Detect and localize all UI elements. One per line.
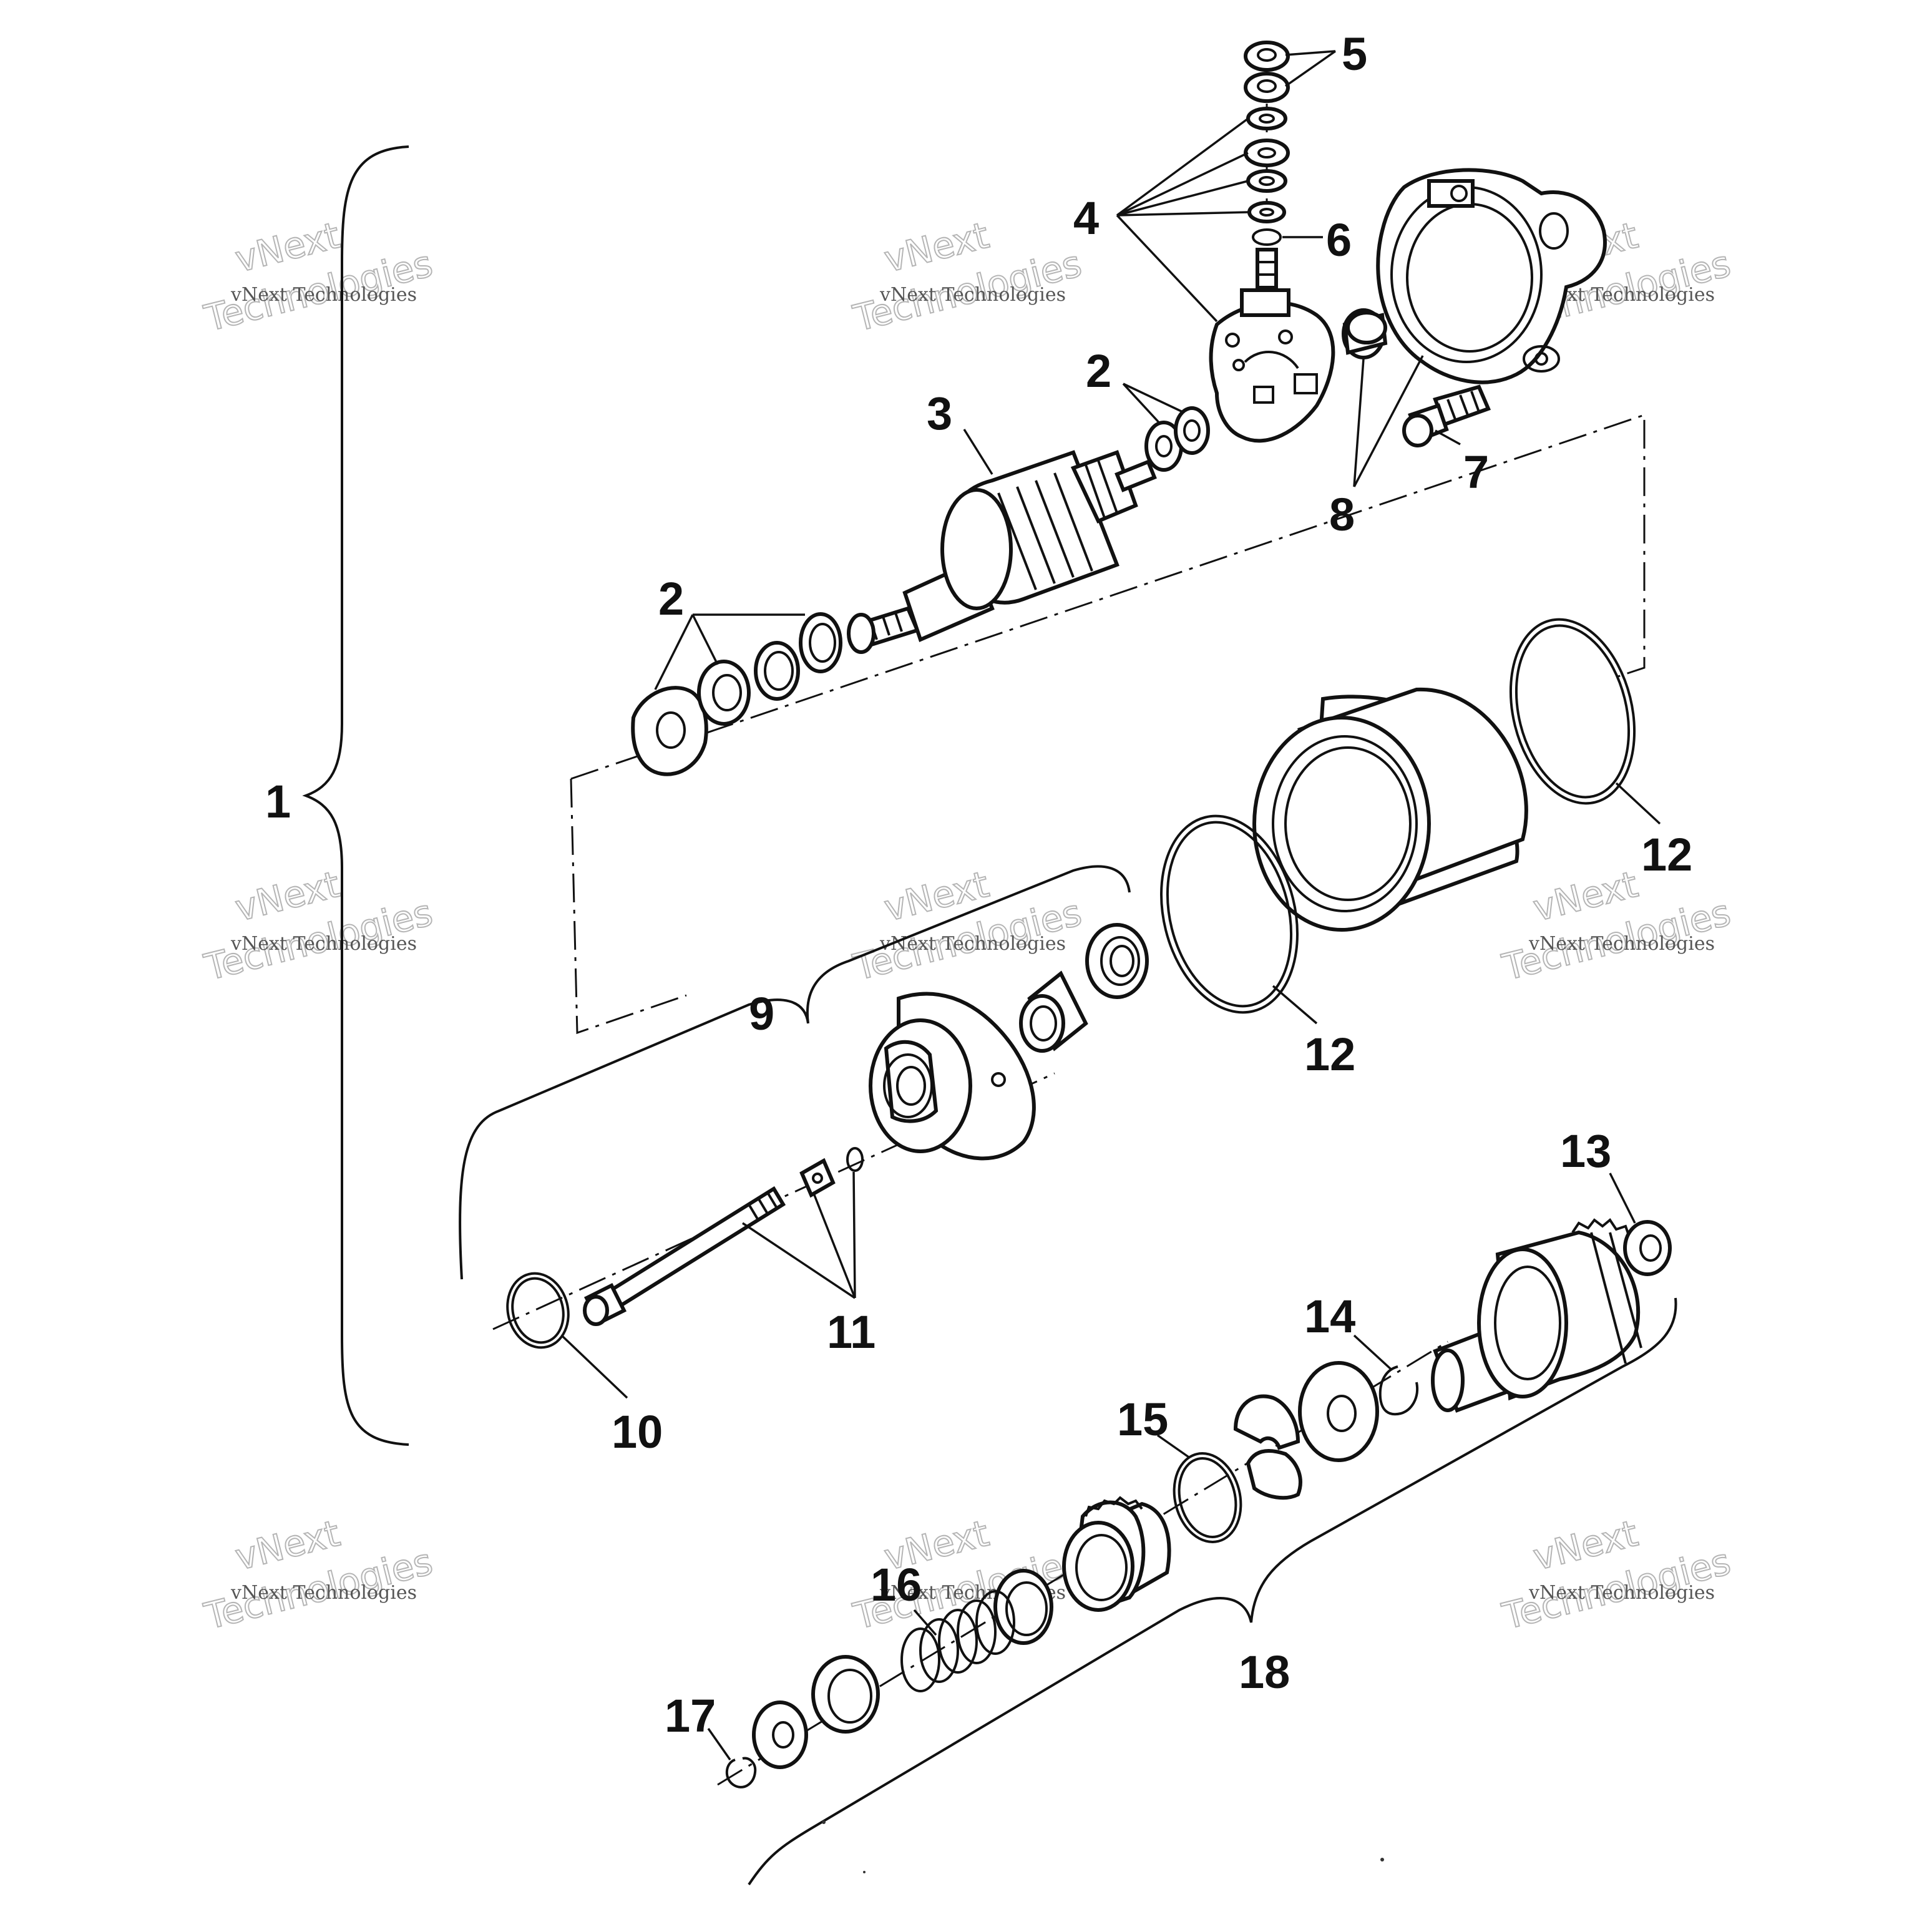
- watermark-caption: vNext Technologies: [230, 284, 417, 306]
- o-ring-large-left: [1160, 814, 1299, 1014]
- watermark-caption: vNext Technologies: [230, 933, 417, 955]
- armature-washer: [754, 641, 800, 701]
- callout-15: 15: [1117, 1393, 1168, 1445]
- alignment-line-left: [570, 778, 687, 1035]
- callout-14: 14: [1304, 1290, 1355, 1342]
- print-speck: [822, 1820, 826, 1824]
- watermark-top-left: vNext Technologies: [200, 213, 437, 341]
- callout-3: 3: [927, 388, 952, 439]
- stop-collar: [993, 1569, 1053, 1645]
- callout-2: 2: [658, 573, 684, 625]
- watermark-mid-left: vNext Technologies: [200, 862, 437, 990]
- callout-5: 5: [1342, 28, 1367, 80]
- split-collar: [1233, 1394, 1302, 1500]
- callout-13: 13: [1560, 1125, 1611, 1177]
- shaft-washer: [1623, 1220, 1672, 1276]
- o-ring-drive-end-inner: [511, 1277, 565, 1344]
- o-ring-large-right: [1509, 618, 1636, 805]
- terminal-washer: [1244, 139, 1290, 167]
- callout-17: 17: [665, 1690, 716, 1742]
- watermark-bottom-left: vNext Technologies: [200, 1511, 437, 1639]
- o-ring-large-right-inner: [1515, 624, 1631, 799]
- drive-end-housing: [869, 992, 1036, 1161]
- assembly-brace: [302, 145, 409, 1446]
- watermark-caption: vNext Technologies: [230, 1582, 417, 1604]
- print-speck: [1380, 1858, 1384, 1861]
- ball-bearing: [1085, 923, 1149, 999]
- watermark-caption: vNext Technologies: [1528, 1582, 1715, 1604]
- terminal-nut-upper: [1244, 41, 1290, 72]
- spring-clip: [1173, 1452, 1242, 1543]
- callout-4: 4: [1073, 192, 1099, 244]
- callout-18: 18: [1239, 1646, 1290, 1698]
- pinion-clutch: [1062, 1496, 1171, 1612]
- alignment-line-upper: [570, 413, 1646, 780]
- terminal-washer: [1246, 169, 1287, 193]
- callout-11: 11: [827, 1306, 876, 1358]
- end-cover-housing: [1376, 168, 1607, 384]
- print-speck: [863, 1871, 866, 1873]
- o-ring-bolt: [846, 1147, 864, 1172]
- pinion-spring: [900, 1590, 1015, 1692]
- bushing: [1342, 308, 1388, 359]
- retainer-plate: [631, 686, 708, 776]
- sub-assembly-brace-9: [459, 865, 1131, 1280]
- terminal-washer: [1246, 107, 1287, 130]
- callout-2: 2: [1086, 345, 1111, 397]
- brush-plate: [1209, 288, 1335, 443]
- sub-assembly-brace-18: [748, 1297, 1677, 1886]
- bolt-washer-square: [799, 1158, 836, 1198]
- callout-1: 1: [265, 776, 291, 827]
- watermark-caption: vNext Technologies: [1528, 933, 1715, 955]
- armature-washer: [1174, 406, 1210, 455]
- needle-bearing: [1019, 970, 1088, 1053]
- leader-lines: [560, 50, 1661, 1761]
- cover-bolt: [1402, 384, 1491, 447]
- o-ring-drive-end: [506, 1272, 570, 1349]
- armature: [847, 450, 1157, 654]
- armature-washer: [697, 660, 751, 726]
- callout-16: 16: [871, 1559, 922, 1611]
- motor-yoke: [1252, 687, 1528, 932]
- callout-10: 10: [612, 1406, 663, 1458]
- callout-9: 9: [749, 988, 774, 1040]
- armature-washer: [799, 612, 842, 673]
- o-ring-large-left-inner: [1166, 821, 1293, 1008]
- reduction-gear-shaft: [1431, 1218, 1648, 1413]
- terminal-nut-lower: [1244, 72, 1290, 103]
- watermark-top-center: vNext Technologies: [849, 213, 1086, 341]
- callout-12: 12: [1641, 829, 1692, 881]
- watermark-caption: vNext Technologies: [879, 284, 1066, 306]
- circlip: [725, 1757, 757, 1788]
- callout-7: 7: [1463, 446, 1489, 498]
- stop-ring: [752, 1700, 808, 1769]
- spring-clip-inner: [1178, 1456, 1237, 1539]
- pinion-stop: [811, 1655, 880, 1734]
- o-ring-small: [1252, 228, 1282, 246]
- callout-6: 6: [1326, 214, 1352, 266]
- watermark-bottom-right: vNext Technologies: [1498, 1511, 1735, 1639]
- through-bolt: [583, 1186, 786, 1326]
- terminal-washer: [1247, 201, 1286, 223]
- callout-8: 8: [1329, 489, 1355, 540]
- watermark-mid-right: vNext Technologies: [1498, 862, 1735, 990]
- callout-12: 12: [1304, 1028, 1355, 1080]
- armature-washer: [1144, 421, 1183, 472]
- thrust-washer: [1298, 1361, 1379, 1462]
- snap-ring: [1378, 1365, 1419, 1416]
